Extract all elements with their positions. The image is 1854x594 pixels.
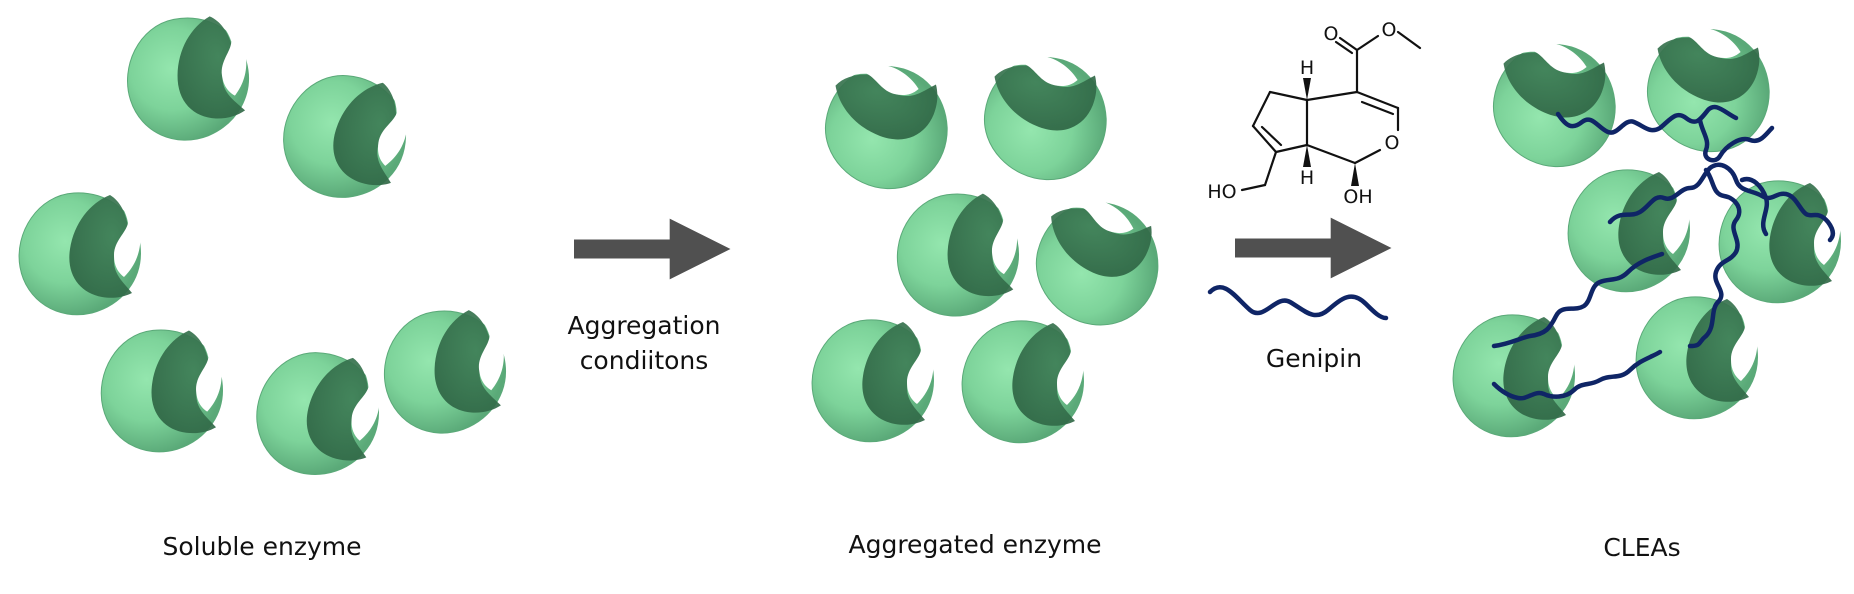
cleas-label: CLEAs [1603,533,1681,562]
enzyme-molecule [377,304,513,440]
enzyme-molecule [1020,186,1175,341]
enzyme-molecule [1482,32,1628,178]
genipin-label: Genipin [1265,344,1363,373]
enzyme-molecule [275,67,414,207]
enzyme-molecule [1452,314,1575,438]
enzyme-molecule [1635,296,1758,420]
crosslinker-network [1491,104,1835,401]
soluble-enzyme-group [18,9,513,481]
atom-h-bottom: H [1300,167,1314,189]
aggregated-enzyme-label: Aggregated enzyme [848,530,1102,559]
genipin-structure [1240,30,1422,192]
enzyme-molecule [97,326,227,456]
atom-h-top: H [1300,57,1314,79]
crosslinker-chain [1697,117,1775,163]
atom-carbonyl-o: O [1324,23,1339,45]
crosslinker-chain [1607,162,1835,243]
crosslinker-chain [1555,104,1739,135]
atom-hydroxymethyl: HO [1207,181,1236,203]
aggregation-conditions-line1: Aggregation [567,311,721,340]
atom-hydroxyl: OH [1343,186,1372,208]
crosslinker-chain [1491,349,1663,401]
crosslinker-chain [1739,176,1770,237]
atom-ester-o: O [1382,19,1397,41]
atom-ring-o: O [1385,132,1400,154]
cleas-group [1452,17,1841,438]
enzyme-molecule [18,192,141,316]
enzyme-molecule [251,347,384,481]
enzyme-molecule [891,188,1025,322]
enzyme-molecule [814,54,960,200]
enzyme-molecule [118,9,257,149]
enzyme-molecule [961,320,1084,444]
enzyme-molecule [973,45,1119,191]
aggregation-conditions-line2: condiitons [579,346,709,375]
genipin-atom-labels: O O O HO OH H H [1207,19,1399,208]
genipin-chain-icon [1207,285,1389,321]
soluble-enzyme-label: Soluble enzyme [162,532,362,561]
crosslinker-chain [1687,167,1742,349]
crosslinker-chain [1491,251,1665,349]
enzyme-molecule [811,319,934,443]
aggregated-enzyme-group [811,45,1175,444]
